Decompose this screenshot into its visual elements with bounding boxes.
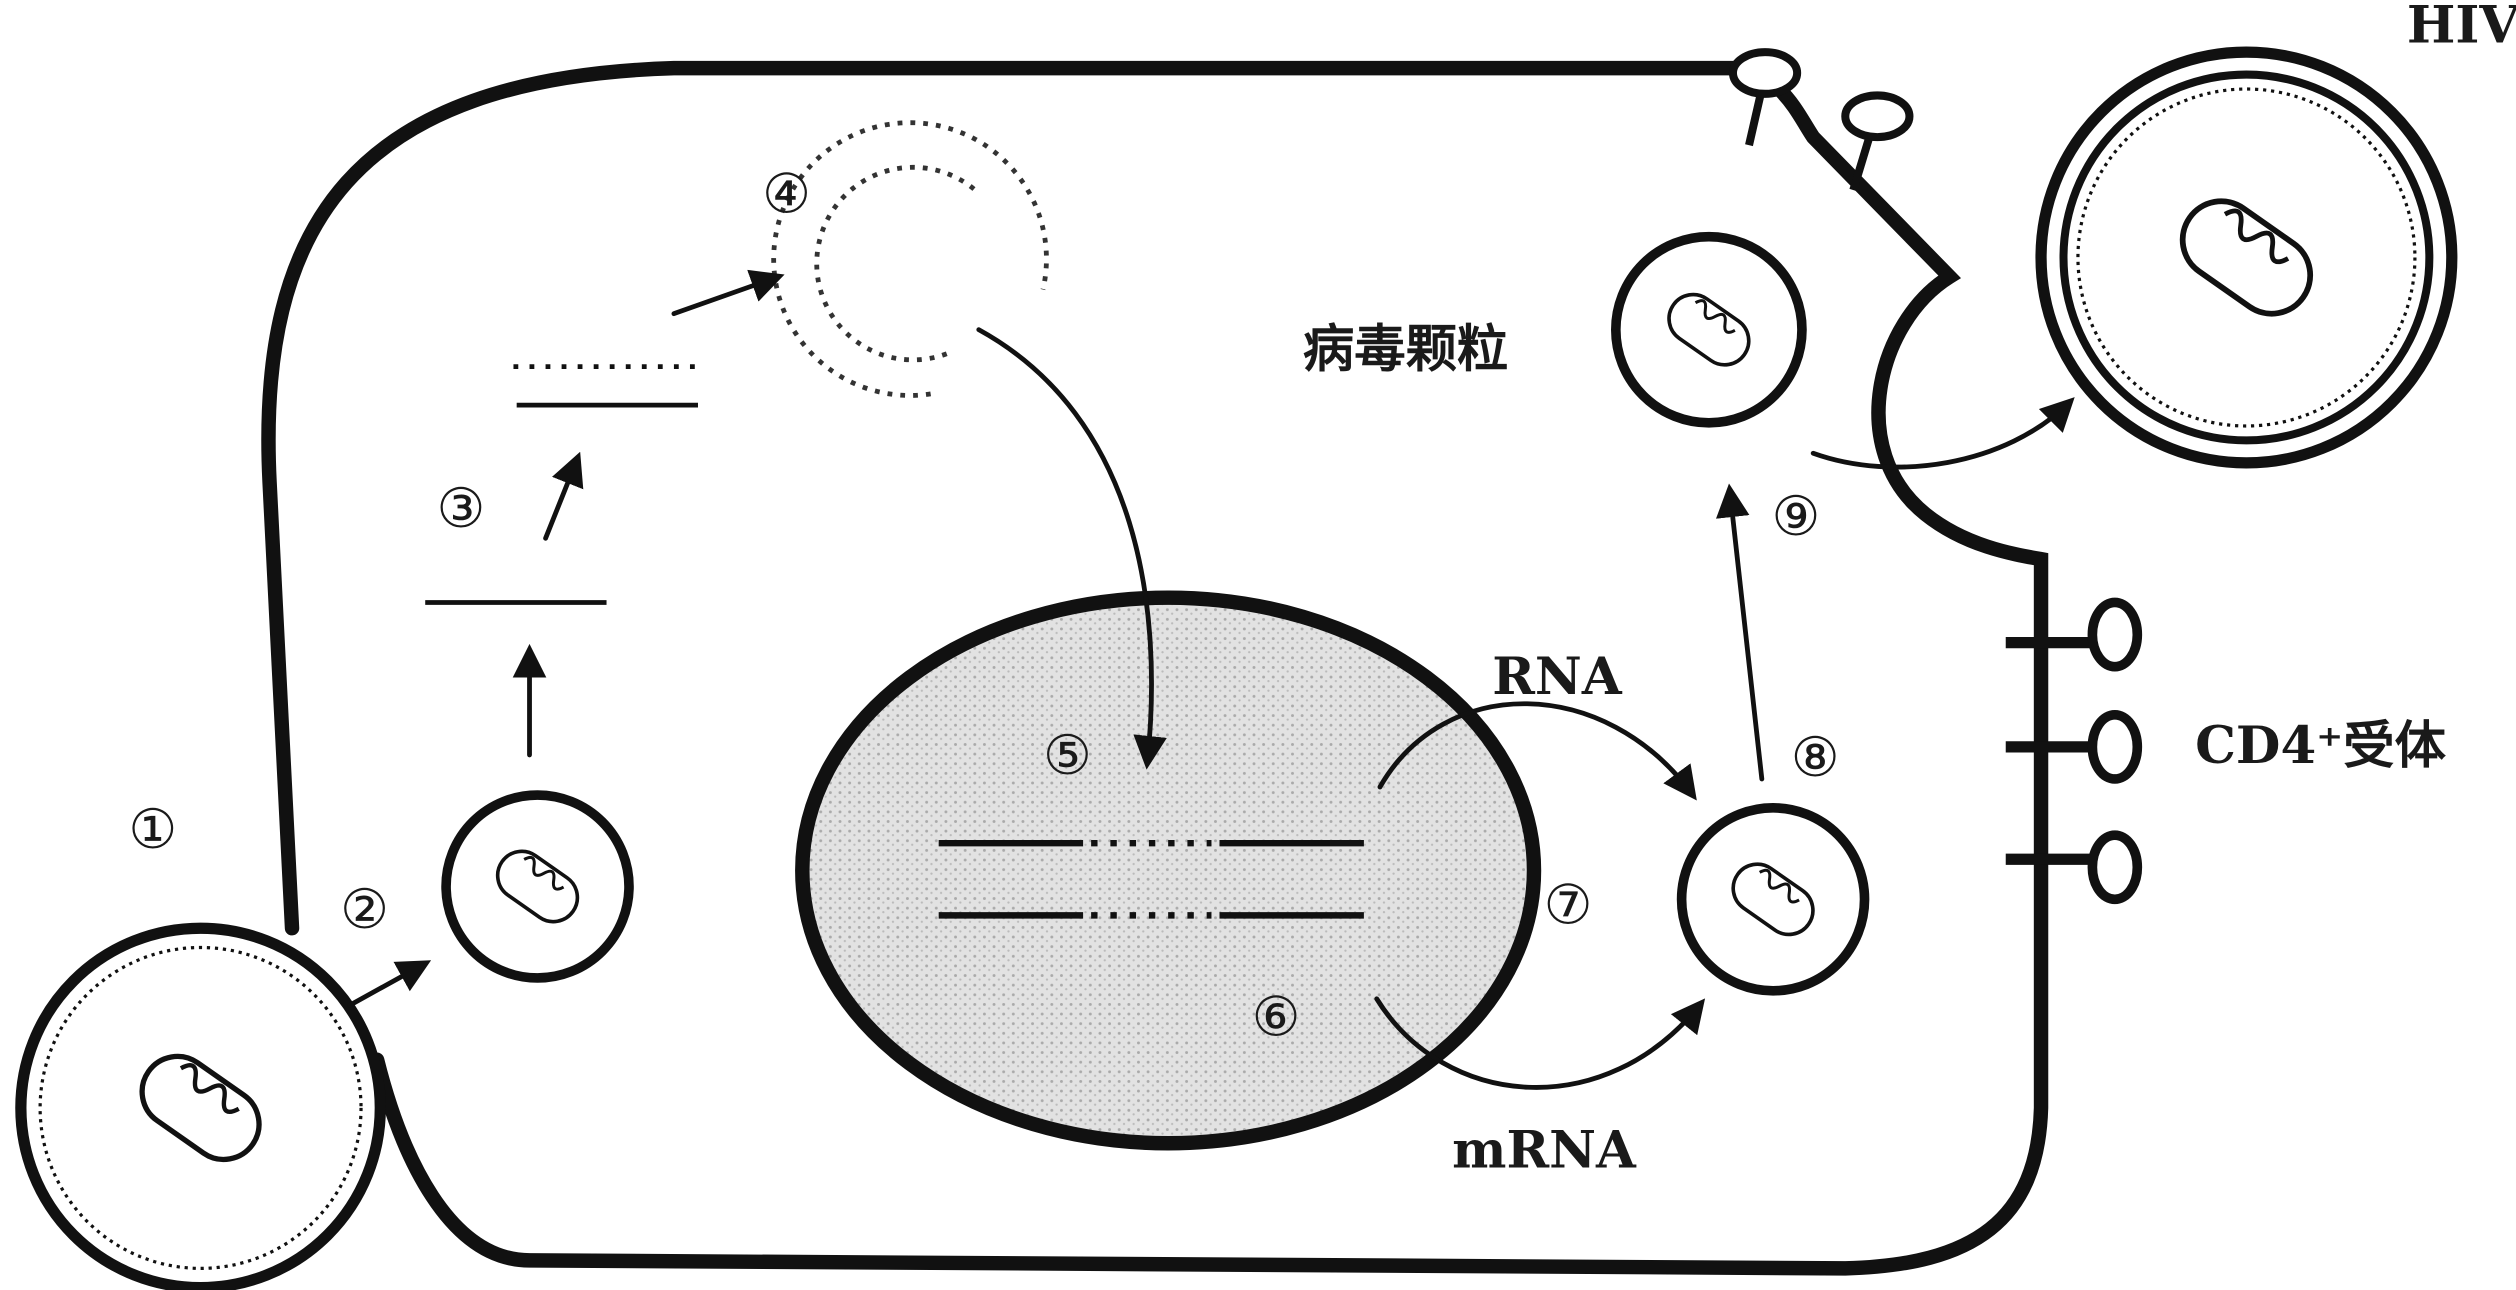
hiv-entering: [15, 922, 386, 1290]
hiv-label: HIV: [2407, 0, 2516, 55]
step-6: ⑥: [1252, 985, 1301, 1049]
cd4-receptors: [2005, 597, 2143, 905]
step-9: ⑨: [1771, 484, 1820, 548]
virus-particle-step8: [1676, 803, 1870, 996]
process-arrows: [347, 269, 2075, 1090]
virus-particle-assembled: [1611, 231, 1807, 428]
mrna-label: mRNA: [1452, 1120, 1637, 1180]
virus-capsid-step2: [441, 790, 634, 983]
dna-ring-outer: [771, 120, 1049, 398]
double-stranded-dna-ring: [814, 164, 981, 363]
step-labels: ① ② ③ ④ ⑤ ⑥ ⑦ ⑧ ⑨: [128, 162, 1839, 1049]
cd4-receptor-label: CD4⁺受体: [2195, 716, 2446, 776]
step-3: ③: [436, 476, 485, 540]
surface-receptors-top: [1728, 48, 1914, 192]
step-5: ⑤: [1043, 723, 1092, 787]
rna-label: RNA: [1492, 647, 1623, 707]
step-8: ⑧: [1791, 725, 1840, 789]
integrated-dna: [938, 839, 1364, 919]
step-1: ①: [128, 797, 177, 861]
cell-membrane: [261, 60, 2049, 1276]
hiv-released: [2035, 46, 2458, 469]
step-4: ④: [762, 162, 811, 226]
nucleus: [795, 590, 1542, 1151]
virus-particle-label: 病毒颗粒: [1303, 320, 1508, 380]
step-2: ②: [340, 877, 389, 941]
step-7: ⑦: [1544, 872, 1593, 936]
